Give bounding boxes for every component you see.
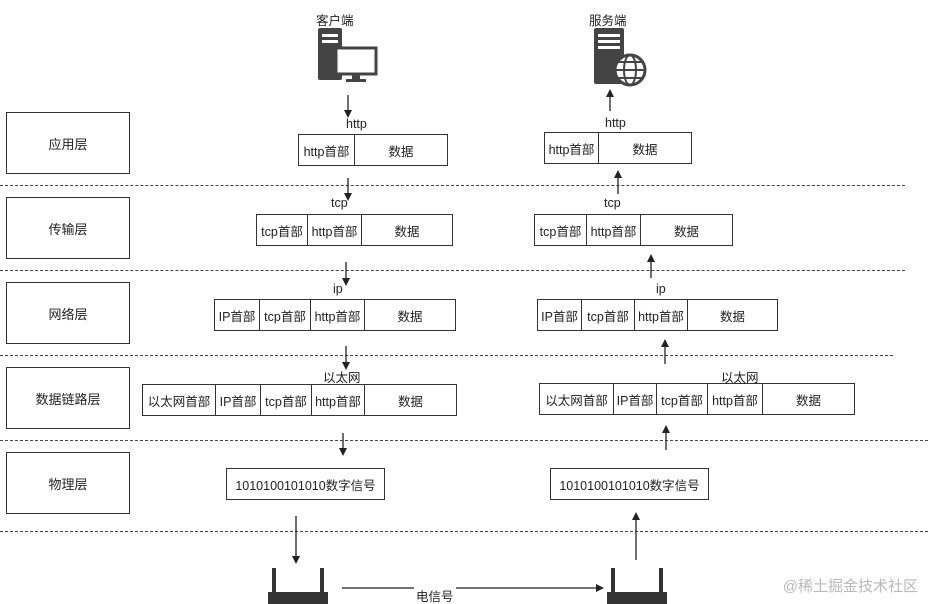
packet-cell: IP首部	[215, 300, 260, 330]
server-ethernet-label: 以太网	[721, 371, 759, 385]
packet-cell: 1010100101010数字信号	[235, 478, 376, 493]
client-physical-packet: 1010100101010数字信号	[226, 468, 385, 500]
packet-cell: http首部	[308, 215, 362, 245]
client-ethernet-packet: 以太网首部 IP首部 tcp首部 http首部 数据	[142, 384, 457, 416]
packet-cell: 数据	[673, 224, 699, 239]
client-ethernet-label: 以太网	[323, 371, 361, 385]
layer-data-link: 数据链路层	[6, 367, 130, 429]
router-icon	[607, 566, 667, 604]
layer-divider	[0, 355, 893, 356]
server-tcp-label: tcp	[604, 196, 621, 210]
packet-cell: 数据	[719, 309, 745, 324]
server-ip-label: ip	[656, 282, 666, 296]
packet-cell: http首部	[635, 300, 688, 330]
server-physical-packet: 1010100101010数字信号	[550, 468, 709, 500]
client-ip-packet: IP首部 tcp首部 http首部 数据	[214, 299, 456, 331]
server-http-label: http	[605, 116, 626, 130]
layer-divider	[0, 531, 928, 532]
watermark: @稀土掘金技术社区	[782, 578, 918, 595]
layer-divider	[0, 270, 905, 271]
packet-cell: tcp首部	[257, 215, 308, 245]
server-ip-packet: IP首部 tcp首部 http首部 数据	[537, 299, 778, 331]
packet-cell: http首部	[299, 135, 355, 165]
server-ethernet-packet: 以太网首部 IP首部 tcp首部 http首部 数据	[539, 383, 855, 415]
packet-cell: 数据	[632, 142, 658, 157]
packet-cell: tcp首部	[261, 385, 312, 415]
layer-network: 网络层	[6, 282, 130, 344]
client-ip-label: ip	[333, 282, 343, 296]
layer-transport: 传输层	[6, 197, 130, 259]
packet-cell: 1010100101010数字信号	[559, 478, 700, 493]
packet-cell: 以太网首部	[540, 384, 614, 414]
client-label: 客户端	[316, 14, 354, 28]
layer-divider	[0, 185, 905, 186]
client-http-label: http	[346, 117, 367, 131]
server-tcp-packet: tcp首部 http首部 数据	[534, 214, 733, 246]
packet-cell: http首部	[312, 385, 365, 415]
packet-cell: http首部	[587, 215, 641, 245]
packet-cell: 数据	[394, 224, 420, 239]
layer-application: 应用层	[6, 112, 130, 174]
packet-cell: IP首部	[216, 385, 261, 415]
signal-label: 电信号	[414, 586, 456, 604]
packet-cell: IP首部	[614, 384, 657, 414]
packet-cell: http首部	[545, 133, 599, 163]
server-http-packet: http首部 数据	[544, 132, 692, 164]
client-tcp-label: tcp	[331, 196, 348, 210]
layer-physical: 物理层	[6, 452, 130, 514]
packet-cell: tcp首部	[535, 215, 587, 245]
layer-divider	[0, 440, 928, 441]
packet-cell: 以太网首部	[143, 385, 216, 415]
server-globe-icon	[592, 26, 648, 93]
packet-cell: tcp首部	[657, 384, 708, 414]
packet-cell: http首部	[708, 384, 763, 414]
packet-cell: 数据	[397, 309, 423, 324]
packet-cell: 数据	[795, 393, 821, 408]
desktop-computer-icon	[316, 26, 378, 89]
packet-cell: 数据	[388, 144, 414, 159]
packet-cell: tcp首部	[260, 300, 311, 330]
packet-cell: IP首部	[538, 300, 582, 330]
router-icon	[268, 566, 328, 604]
client-tcp-packet: tcp首部 http首部 数据	[256, 214, 453, 246]
client-http-packet: http首部 数据	[298, 134, 448, 166]
packet-cell: http首部	[311, 300, 365, 330]
packet-cell: tcp首部	[582, 300, 635, 330]
packet-cell: 数据	[397, 394, 423, 409]
server-label: 服务端	[589, 14, 627, 28]
